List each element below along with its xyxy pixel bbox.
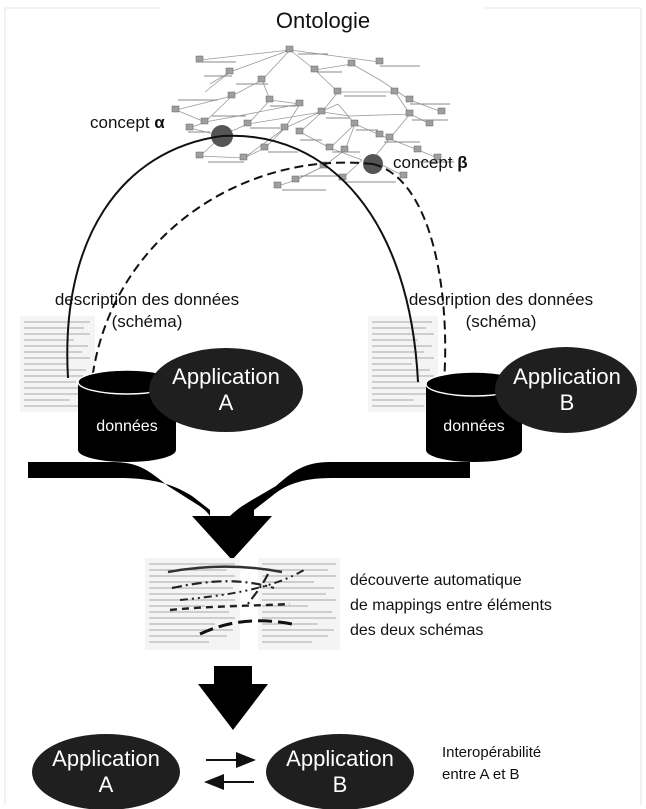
bottom-app-b-line2: B xyxy=(332,772,348,797)
mapping-line1: découverte automatique xyxy=(350,572,522,589)
concept-alpha-prefix: concept xyxy=(90,113,155,132)
interop-line1: Interopérabilité xyxy=(442,744,542,761)
concept-alpha-symbol: α xyxy=(154,113,165,132)
app-b-line1: Application xyxy=(513,364,621,389)
mapping-description: découverte automatique de mappings entre… xyxy=(350,568,552,643)
down-arrow xyxy=(198,666,268,730)
app-a-label: Application A xyxy=(150,364,302,416)
left-description-line2: (schéma) xyxy=(111,312,183,331)
app-a-line2: A xyxy=(218,390,234,415)
right-description-line2: (schéma) xyxy=(465,312,537,331)
app-b-ellipse xyxy=(495,347,637,433)
merge-arrow xyxy=(28,462,470,560)
bottom-app-a-ellipse xyxy=(32,734,180,809)
diagram-title: Ontologie xyxy=(275,8,371,33)
concept-beta-symbol: β xyxy=(457,153,468,172)
left-db-label: données xyxy=(96,418,158,435)
beta-link-left xyxy=(91,161,374,381)
app-a-line1: Application xyxy=(172,364,280,389)
bottom-app-b-line1: Application xyxy=(286,746,394,771)
interop-line2: entre A et B xyxy=(442,766,520,783)
bottom-app-a-line2: A xyxy=(98,772,114,797)
concept-beta-label: concept β xyxy=(393,153,468,173)
app-b-line2: B xyxy=(559,390,575,415)
bottom-app-b-label: Application B xyxy=(266,746,414,798)
app-b-label: Application B xyxy=(496,364,638,416)
bottom-app-b-ellipse xyxy=(266,734,414,809)
concept-alpha-label: concept α xyxy=(90,113,165,133)
alpha-link-right xyxy=(221,134,419,383)
right-description: description des données (schéma) xyxy=(366,289,636,333)
right-db-label: données xyxy=(443,418,505,435)
database-left xyxy=(77,369,177,462)
bottom-app-a-line1: Application xyxy=(52,746,160,771)
ontology-graph-tiny-labels xyxy=(178,53,454,191)
alpha-link-left xyxy=(66,135,223,379)
left-description-line1: description des données xyxy=(54,290,240,309)
ontology-graph-nodes xyxy=(171,45,446,189)
bottom-app-a-label: Application A xyxy=(32,746,180,798)
beta-link-right xyxy=(372,163,447,383)
interoperability-label: Interopérabilité entre A et B xyxy=(442,742,541,786)
app-a-ellipse xyxy=(149,348,303,432)
mapping-schemas-image xyxy=(145,558,340,650)
mapping-line3: des deux schémas xyxy=(350,622,484,639)
right-description-line1: description des données xyxy=(408,290,594,309)
concept-beta-prefix: concept xyxy=(393,153,458,172)
mapping-line2: de mappings entre éléments xyxy=(350,597,552,614)
left-description: description des données (schéma) xyxy=(12,289,282,333)
